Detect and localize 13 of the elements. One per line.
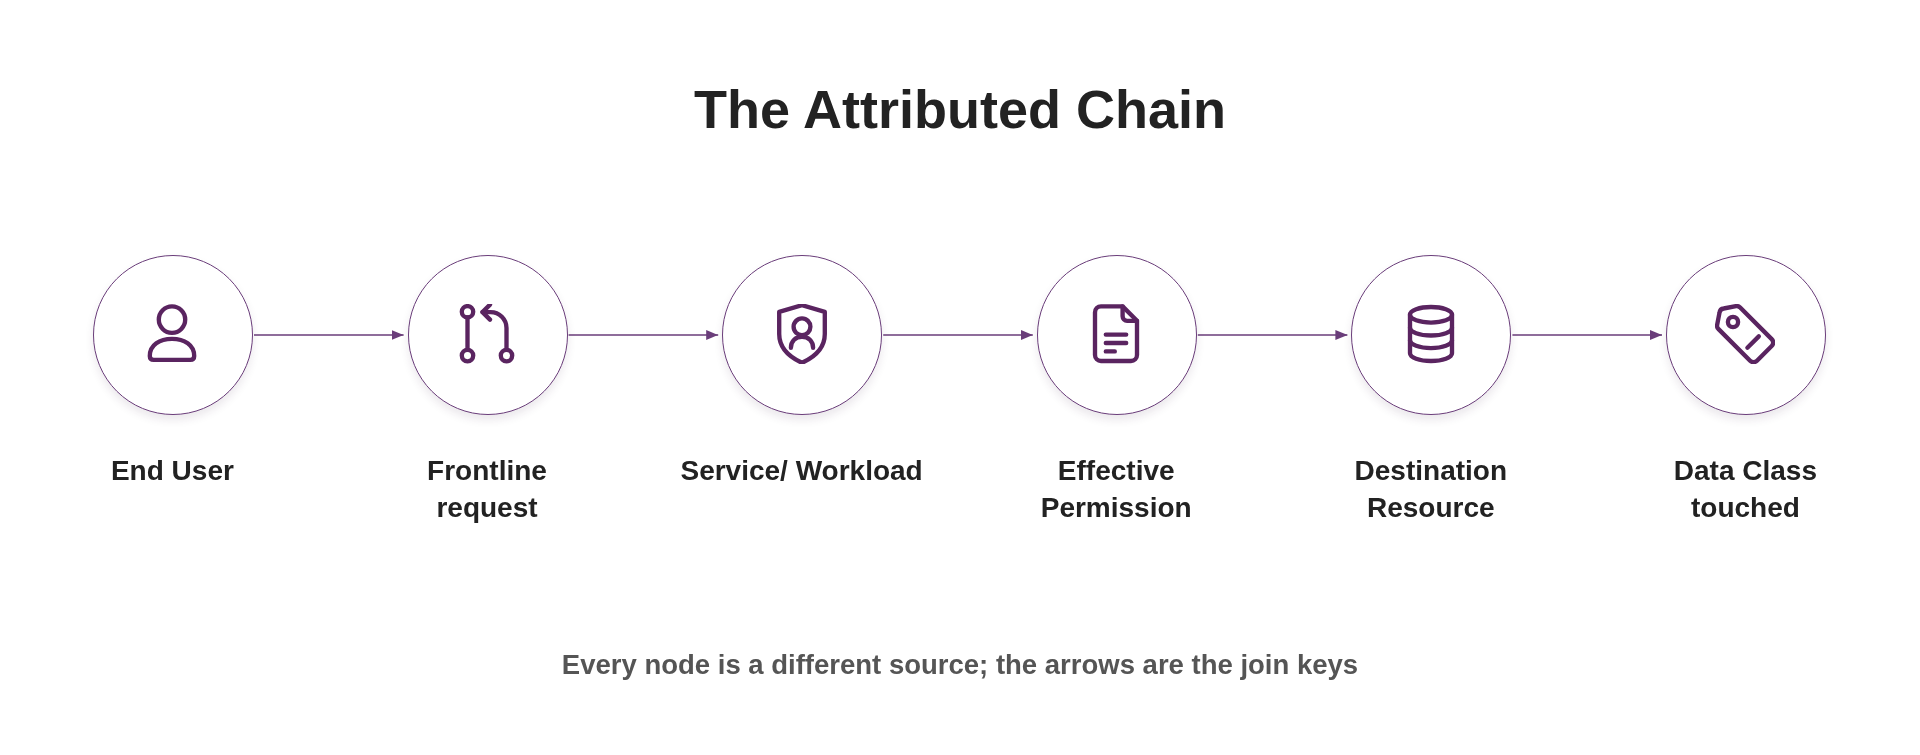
diagram-title: The Attributed Chain bbox=[694, 78, 1226, 141]
arrow bbox=[253, 330, 405, 340]
step-label: End User bbox=[109, 454, 235, 488]
caption: Every node is a different source; the arrows are the join keys bbox=[561, 648, 1359, 682]
step-label: Destination Resource bbox=[1353, 454, 1509, 525]
step-label: Frontline request bbox=[426, 454, 548, 525]
step-label: Service/ Workload bbox=[679, 454, 924, 488]
step-label: Effective Permission bbox=[1039, 454, 1193, 525]
arrow bbox=[1511, 330, 1663, 340]
step-label: Data Class touched bbox=[1672, 454, 1818, 525]
arrow bbox=[567, 330, 719, 340]
arrow bbox=[1197, 330, 1349, 340]
arrow bbox=[882, 330, 1034, 340]
